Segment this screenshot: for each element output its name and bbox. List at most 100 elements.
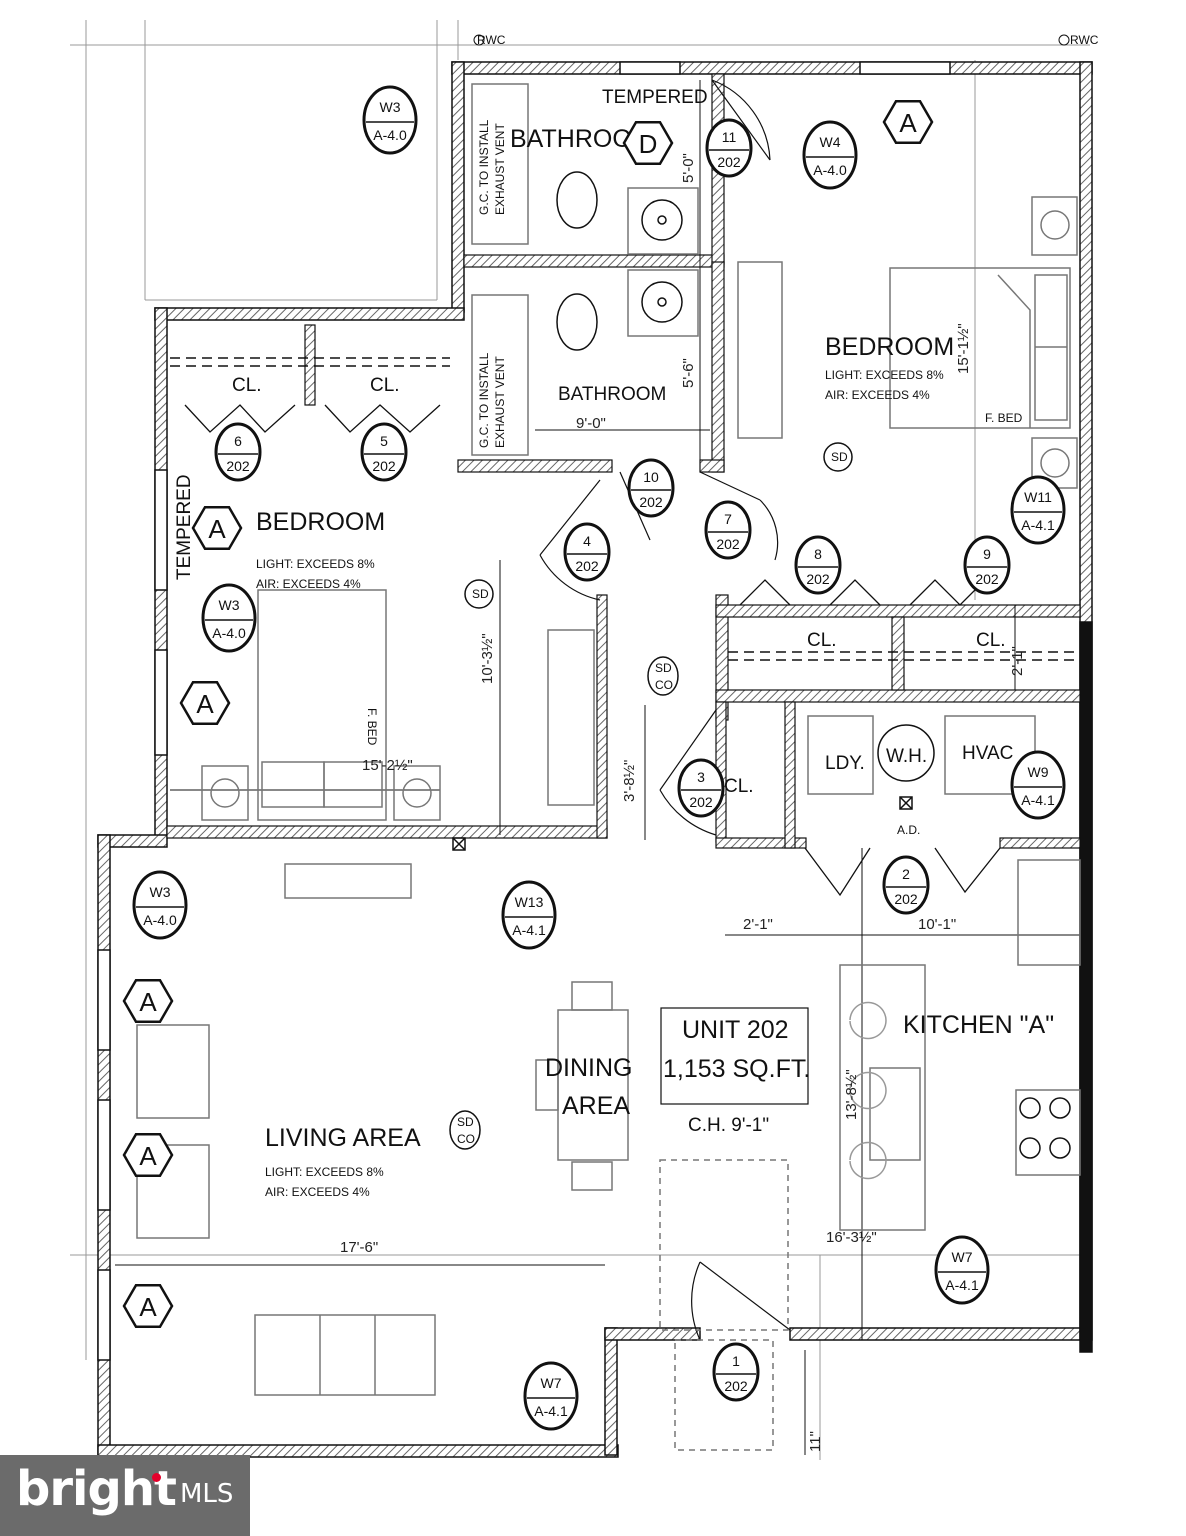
door-tag-number: 11 — [722, 129, 737, 145]
note-light-living: LIGHT: EXCEEDS 8% — [265, 1165, 384, 1179]
window-tag: W3A-4.0 — [132, 870, 188, 940]
grid-lines — [70, 20, 1090, 1460]
dim-10-3: 10'-3½" — [479, 633, 496, 684]
type-mark-hexagon: A — [882, 99, 934, 145]
unit-info-box — [660, 1007, 809, 1105]
door-tag: 4 202 — [563, 522, 611, 582]
window-tag-id: W4 — [820, 134, 841, 150]
door-tag: 9 202 — [963, 535, 1011, 595]
dim-17-6: 17'-6" — [340, 1239, 378, 1256]
co-label-4: CO — [457, 1132, 475, 1146]
door-tag-sheet: 202 — [226, 458, 250, 474]
watermark-suffix: MLS — [180, 1479, 234, 1509]
window-tag: W9A-4.1 — [1010, 750, 1066, 820]
door-tag-number: 7 — [724, 511, 732, 527]
type-mark-letter: D — [639, 129, 658, 159]
smoke-detectors — [449, 442, 853, 1150]
type-mark-hexagon: A — [122, 978, 174, 1024]
window-tag-id: W11 — [1024, 489, 1052, 505]
note-tempered-top: TEMPERED — [602, 87, 708, 108]
dim-2-1-vert: 2'-1" — [1009, 646, 1026, 676]
type-mark-letter: A — [208, 514, 226, 544]
dim-15-2: 15'-2½" — [362, 757, 413, 774]
note-vent-1a: G.C. TO INSTALL — [477, 119, 491, 215]
window-tag: W4A-4.0 — [802, 120, 858, 190]
window-tag: W7A-4.1 — [934, 1235, 990, 1305]
rwc-mark-left: RWC — [477, 33, 506, 47]
bifold-doors — [184, 404, 1001, 897]
window-tag: W7A-4.1 — [523, 1361, 579, 1431]
door-tags: 1120262025202102027202420282029202320222… — [214, 118, 1011, 1402]
label-closet-2: CL. — [370, 375, 400, 396]
door-tag-number: 3 — [697, 769, 705, 785]
type-mark-hexagon: A — [191, 505, 243, 551]
window-tag-ref: A-4.0 — [373, 127, 407, 143]
dim-15-1: 15'-1½" — [955, 323, 972, 374]
type-mark-letter: A — [139, 1292, 157, 1322]
watermark-accent-dot — [152, 1473, 161, 1482]
rwc-mark-right: RWC — [1070, 33, 1099, 47]
rwc-circle-left — [473, 34, 485, 46]
co-label-3: CO — [655, 678, 673, 692]
note-light-right: LIGHT: EXCEEDS 8% — [825, 368, 944, 382]
door-tag-number: 6 — [234, 433, 242, 449]
type-mark-hexagon: D — [622, 120, 674, 166]
door-tag-sheet: 202 — [975, 571, 999, 587]
dim-11: 11" — [807, 1431, 824, 1452]
note-ad: A.D. — [897, 823, 920, 837]
window-tag-ref: A-4.1 — [1021, 517, 1055, 533]
label-closet-3: CL. — [807, 630, 837, 651]
dim-5-6: 5'-6" — [680, 358, 697, 388]
window-tag-ref: A-4.0 — [143, 912, 177, 928]
window-tag-id: W7 — [541, 1375, 562, 1391]
door-tag-sheet: 202 — [575, 558, 599, 574]
door-tag-number: 1 — [732, 1353, 740, 1369]
label-bathroom-bottom: BATHROOM — [558, 384, 666, 405]
type-mark-letter: A — [899, 108, 917, 138]
dim-3-8: 3'-8½" — [621, 760, 638, 802]
window-tag-ref: A-4.1 — [512, 922, 546, 938]
door-tag-sheet: 202 — [717, 154, 741, 170]
door-tag-sheet: 202 — [689, 794, 713, 810]
window-tag: W3A-4.0 — [201, 583, 257, 653]
window-tag-ref: A-4.1 — [945, 1277, 979, 1293]
swing-doors — [539, 79, 791, 1341]
label-area: AREA — [562, 1092, 630, 1120]
label-dining: DINING — [545, 1054, 633, 1082]
rwc-circle-right — [1058, 34, 1070, 46]
door-tag-sheet: 202 — [724, 1378, 748, 1394]
label-bedroom-left: BEDROOM — [256, 508, 385, 536]
dimension-lines — [115, 80, 1080, 1455]
door-tag: 11 202 — [705, 118, 753, 178]
label-closet-4: CL. — [976, 630, 1006, 651]
door-tag-number: 9 — [983, 546, 991, 562]
unit-ceiling-height: C.H. 9'-1" — [688, 1115, 769, 1136]
door-tag: 6 202 — [214, 422, 262, 482]
note-tempered-left: TEMPERED — [174, 474, 195, 580]
door-tag-sheet: 202 — [639, 494, 663, 510]
window-tag-id: W3 — [219, 597, 240, 613]
door-tag-sheet: 202 — [894, 891, 918, 907]
type-mark-letter: A — [139, 987, 157, 1017]
note-vent-2b: EXHAUST VENT — [493, 356, 507, 448]
window-tag-ref: A-4.0 — [212, 625, 246, 641]
door-tag-number: 10 — [643, 469, 659, 485]
bright-mls-watermark: bright MLS — [0, 1455, 250, 1536]
note-air-living: AIR: EXCEEDS 4% — [265, 1185, 370, 1199]
note-f-bed: F. BED — [985, 411, 1023, 425]
label-living-area: LIVING AREA — [265, 1124, 421, 1152]
closet-shelves — [170, 357, 1078, 661]
dim-13-8: 13'-8½" — [843, 1069, 860, 1120]
windows — [97, 61, 951, 1361]
door-tag-number: 4 — [583, 533, 591, 549]
sd-label-1: SD — [831, 450, 848, 464]
door-tag-sheet: 202 — [806, 571, 830, 587]
window-tag-ref: A-4.1 — [534, 1403, 568, 1419]
window-tag-id: W7 — [952, 1249, 973, 1265]
